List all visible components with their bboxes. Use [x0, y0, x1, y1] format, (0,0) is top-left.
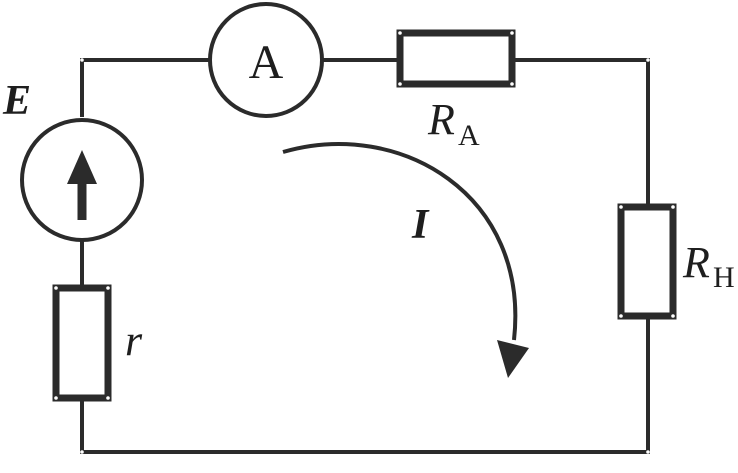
wire-ra-to-right: [510, 58, 650, 209]
ammeter: A: [208, 2, 324, 118]
curved-arrow-icon: [282, 142, 529, 378]
ra-main-letter: R: [427, 95, 455, 144]
wire-right-bottom: [80, 314, 650, 454]
emf-label: E: [2, 78, 31, 124]
internal-resistance-label: r: [125, 316, 143, 365]
emf-source: [20, 118, 144, 242]
connection-nodes: [54, 31, 675, 454]
current-label: I: [411, 202, 430, 248]
rh-subscript: H: [713, 261, 735, 294]
wire-left-top: [80, 58, 212, 117]
arrow-up-in-circle-icon: [67, 150, 97, 220]
ra-subscript: A: [458, 119, 480, 152]
circuit-wires: [80, 58, 650, 454]
rh-main-letter: R: [682, 238, 710, 287]
resistor-r: [52, 284, 112, 402]
ammeter-circle-icon: [208, 2, 324, 118]
ammeter-resistance-label: R A: [427, 95, 480, 152]
load-resistance-label: R H: [682, 238, 735, 294]
resistor-ra: [396, 29, 516, 88]
resistor-rh: [617, 203, 677, 320]
ammeter-label: A: [249, 36, 284, 89]
